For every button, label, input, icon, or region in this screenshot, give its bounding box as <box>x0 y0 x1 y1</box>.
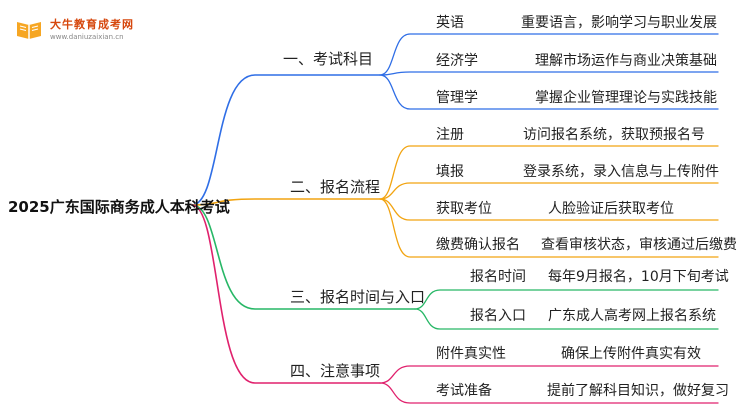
leaf-connector <box>379 365 719 384</box>
root-topic: 2025广东国际商务成人本科考试 <box>8 198 230 216</box>
leaf-description: 广东成人高考网上报名系统 <box>548 308 716 324</box>
leaf-connector <box>379 74 719 110</box>
leaf-description: 掌握企业管理理论与实践技能 <box>535 90 717 106</box>
leaf-description: 每年9月报名，10月下旬考试 <box>548 269 729 285</box>
leaf-connector <box>379 33 719 76</box>
branch-connector <box>191 204 381 384</box>
leaf-term: 报名时间 <box>470 269 526 285</box>
logo-name: 大牛教育成考网 <box>50 18 134 31</box>
branch-connector <box>191 204 416 310</box>
leaf-description: 查看审核状态，审核通过后缴费 <box>541 237 737 253</box>
leaf-description: 重要语言，影响学习与职业发展 <box>521 15 717 31</box>
leaf-description: 登录系统，录入信息与上传附件 <box>523 164 719 180</box>
leaf-connector <box>379 182 719 200</box>
leaf-connector <box>414 308 719 330</box>
logo: 大牛教育成考网 www.daniuzaixian.cn <box>12 10 162 50</box>
branch-label: 三、报名时间与入口 <box>290 288 426 306</box>
leaf-connector <box>379 71 719 76</box>
leaf-connector <box>414 289 719 310</box>
leaf-term: 填报 <box>436 164 464 180</box>
book-logo-icon <box>17 22 41 39</box>
leaf-term: 报名入口 <box>470 308 526 324</box>
leaf-term: 管理学 <box>436 90 478 106</box>
logo-url: www.daniuzaixian.cn <box>50 33 124 41</box>
leaf-description: 人脸验证后获取考位 <box>548 201 674 217</box>
leaf-term: 考试准备 <box>436 383 492 399</box>
leaf-connector <box>379 198 719 258</box>
leaf-description: 理解市场运作与商业决策基础 <box>535 53 717 69</box>
leaf-term: 经济学 <box>436 53 478 69</box>
leaf-term: 英语 <box>436 15 464 31</box>
leaf-description: 确保上传附件真实有效 <box>561 346 701 362</box>
branch-label: 四、注意事项 <box>290 362 381 380</box>
leaf-term: 获取考位 <box>436 201 492 217</box>
branch-label: 二、报名流程 <box>290 178 381 196</box>
leaf-term: 注册 <box>436 127 464 143</box>
leaf-connector <box>379 145 719 200</box>
branch-connector <box>191 198 381 206</box>
branch-connector <box>191 74 381 206</box>
branch-label: 一、考试科目 <box>283 50 374 68</box>
leaf-term: 附件真实性 <box>436 346 506 362</box>
leaf-description: 提前了解科目知识，做好复习 <box>547 383 729 399</box>
leaf-connector <box>379 382 719 404</box>
leaf-description: 访问报名系统，获取预报名号 <box>523 127 705 143</box>
leaf-term: 缴费确认报名 <box>436 237 520 253</box>
leaf-connector <box>379 198 719 221</box>
